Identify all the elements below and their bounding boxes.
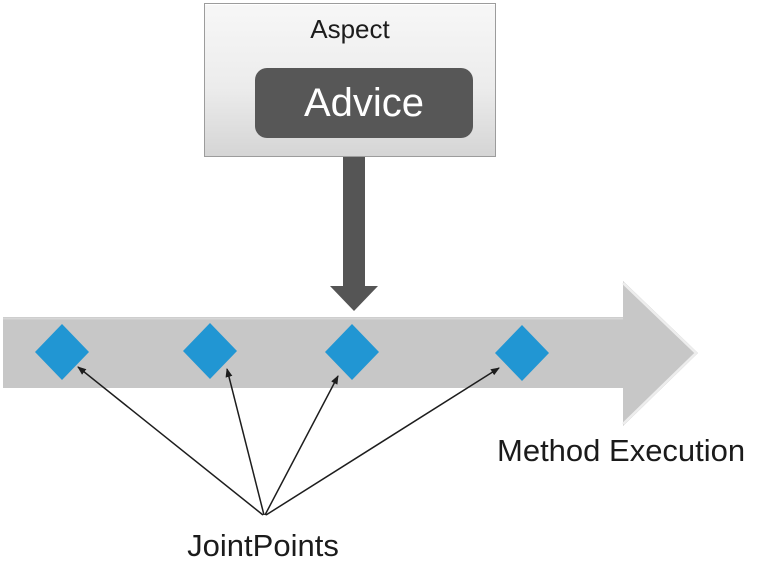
annotation-arrow bbox=[265, 367, 500, 516]
annotation-arrow bbox=[264, 375, 339, 516]
jointpoint-diamond bbox=[325, 324, 379, 380]
advice-down-arrow bbox=[330, 157, 378, 311]
jointpoint-diamond bbox=[183, 323, 237, 379]
jointpoints-label: JointPoints bbox=[187, 528, 339, 563]
annotation-arrow bbox=[77, 366, 264, 516]
jointpoints-annotation-arrows bbox=[77, 366, 500, 516]
jointpoint-diamond bbox=[495, 325, 549, 381]
jointpoint-diamond bbox=[35, 324, 89, 380]
arrowhead-bevel-highlight bbox=[622, 282, 698, 425]
annotation-arrow bbox=[225, 368, 265, 516]
aspect-title: Aspect bbox=[310, 14, 390, 44]
advice-label: Advice bbox=[303, 81, 425, 125]
advice-pill: Advice bbox=[255, 68, 473, 138]
method-execution-label: Method Execution bbox=[497, 433, 746, 468]
aspect-box: Aspect Advice bbox=[204, 3, 496, 157]
